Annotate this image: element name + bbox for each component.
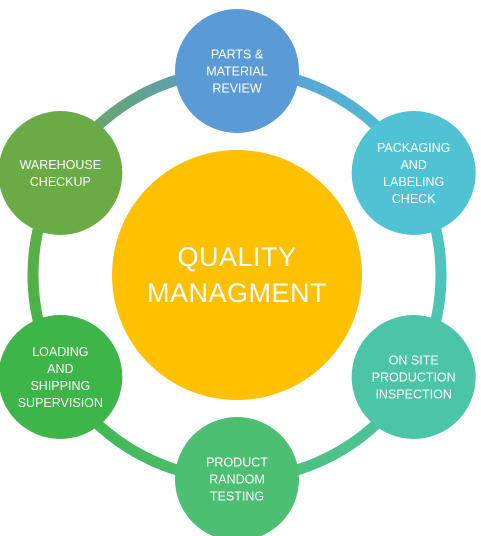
node-label-line: SUPERVISION: [18, 396, 103, 410]
center-circle: [112, 150, 362, 400]
node-label-line: PRODUCT: [206, 456, 268, 470]
node-label: PARTS & MATERIAL REVIEW: [206, 48, 268, 96]
node-label-line: AND: [400, 158, 426, 172]
node-circle: [175, 417, 299, 536]
node-label: LOADING AND SHIPPING SUPERVISION: [18, 345, 103, 410]
node-label-line: CHECK: [392, 192, 436, 206]
node-label-line: AND: [47, 362, 73, 376]
node-label-line: TESTING: [210, 490, 264, 504]
node-label-line: MATERIAL: [206, 65, 268, 79]
node-parts-material-review: PARTS & MATERIAL REVIEW: [175, 9, 299, 133]
node-label-line: REVIEW: [212, 82, 262, 96]
node-circle: [351, 111, 476, 235]
node-label-line: ON SITE: [389, 354, 439, 368]
node-circle: [175, 9, 299, 133]
node-label-line: PARTS &: [211, 48, 264, 62]
node-product-random-testing: PRODUCT RANDOM TESTING: [175, 417, 299, 536]
node-label-line: LABELING: [383, 175, 444, 189]
node-label: ON SITE PRODUCTION INSPECTION: [372, 354, 456, 402]
node-label-line: SHIPPING: [30, 379, 90, 393]
node-label-line: CHECKUP: [30, 175, 91, 189]
node-label-line: PRODUCTION: [372, 371, 456, 385]
center-label-line: QUALITY: [177, 242, 296, 272]
node-on-site-production-inspection: ON SITE PRODUCTION INSPECTION: [351, 315, 476, 439]
node-loading-shipping-supervision: LOADING AND SHIPPING SUPERVISION: [0, 315, 123, 439]
node-label-line: LOADING: [32, 345, 88, 359]
center-label: QUALITY MANAGMENT: [147, 242, 327, 308]
node-label: PACKAGING AND LABELING CHECK: [377, 141, 450, 206]
center-label-line: MANAGMENT: [147, 278, 327, 308]
process-nodes: PARTS & MATERIAL REVIEW PACKAGING AND LABELIN…: [0, 9, 476, 536]
node-packaging-labeling-check: PACKAGING AND LABELING CHECK: [351, 111, 476, 235]
node-label: WAREHOUSE CHECKUP: [20, 158, 102, 189]
node-warehouse-checkup: WAREHOUSE CHECKUP: [0, 111, 123, 235]
node-label: PRODUCT RANDOM TESTING: [206, 456, 268, 504]
node-circle: [0, 315, 123, 439]
node-label-line: PACKAGING: [377, 141, 450, 155]
node-label-line: WAREHOUSE: [20, 158, 102, 172]
node-circle: [0, 111, 123, 235]
node-circle: [351, 315, 476, 439]
node-label-line: RANDOM: [209, 473, 265, 487]
node-label-line: INSPECTION: [375, 388, 451, 402]
center-hub: QUALITY MANAGMENT: [112, 150, 362, 400]
